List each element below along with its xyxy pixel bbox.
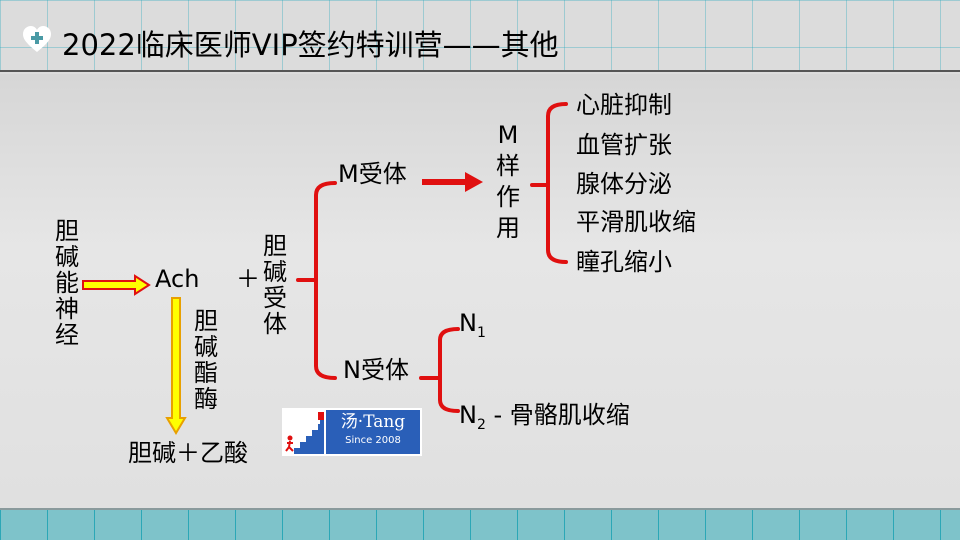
m-effect-item: 心脏抑制 (576, 91, 672, 119)
logo-name: 汤·Tang (340, 412, 406, 432)
m-effect-item: 瞳孔缩小 (576, 248, 672, 276)
receptor-bracket (296, 181, 337, 380)
slide-content (0, 74, 960, 508)
heart-plus-icon (23, 26, 51, 52)
enzyme-label: 胆碱酯酶 (194, 307, 218, 413)
n-bracket (419, 327, 460, 413)
receptor-label: 胆碱受体 (263, 232, 287, 338)
m-effect-item: 腺体分泌 (576, 170, 672, 198)
n1-label: N1 (459, 309, 486, 341)
m-effect-label: M样作用 (496, 121, 520, 242)
ach-label: Ach (155, 265, 200, 293)
m-receptor-label: M受体 (338, 160, 407, 188)
plus-sign: ＋ (236, 265, 260, 293)
m-effect-item: 血管扩张 (576, 131, 672, 159)
ach-arrow (82, 274, 151, 296)
m-effects-bracket (530, 102, 568, 264)
products-label: 胆碱＋乙酸 (128, 439, 248, 467)
m-effect-item: 平滑肌收缩 (576, 208, 696, 236)
n2-label: N2 - 骨骼肌收缩 (459, 401, 630, 433)
slide-header (0, 0, 960, 72)
hydrolysis-arrow (165, 297, 187, 435)
slide-title: 2022临床医师VIP签约特训营——其他 (62, 28, 559, 62)
logo-since: Since 2008 (345, 435, 401, 446)
slide-footer (0, 508, 960, 540)
nerve-label: 胆碱能神经 (55, 217, 79, 349)
n-receptor-label: N受体 (343, 356, 409, 384)
m-arrow (422, 172, 483, 192)
stairs-runner-icon (285, 412, 324, 454)
